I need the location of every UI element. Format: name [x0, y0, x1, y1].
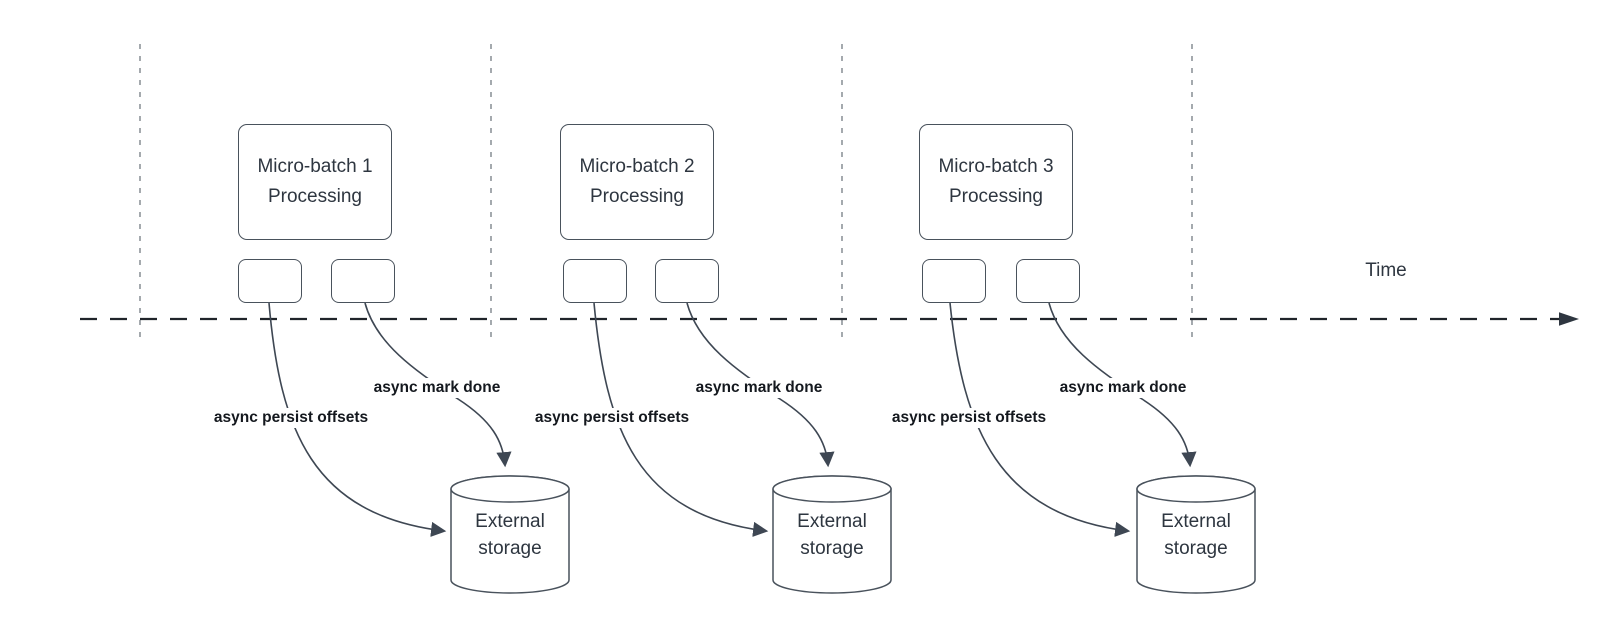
- mark-done-connector-1: [364, 302, 512, 468]
- micro-batch-1-processing-label: Micro-batch 1 Processing: [257, 156, 373, 207]
- external-storage-label-3: External storage: [1137, 506, 1255, 564]
- external-storage-cylinders: [450, 475, 1256, 594]
- micro-batch-2-processing-box: Micro-batch 2 Processing: [560, 124, 714, 240]
- external-storage-text-1: External storage: [475, 511, 545, 559]
- micro-batch-3-processing-label: Micro-batch 3 Processing: [938, 156, 1054, 207]
- mark-done-task-box-2: [655, 259, 719, 303]
- micro-batch-3-processing-box: Micro-batch 3 Processing: [919, 124, 1073, 240]
- external-storage-text-2: External storage: [797, 511, 867, 559]
- external-storage-label-2: External storage: [773, 506, 891, 564]
- mark-done-edge-label-3: async mark done: [1055, 378, 1191, 398]
- persist-offsets-connector-1: [268, 302, 447, 537]
- time-guide-lines: [139, 44, 1193, 340]
- persist-offsets-edge-label-1: async persist offsets: [209, 408, 373, 428]
- persist-offsets-connector-2: [593, 302, 769, 537]
- external-storage-cylinder-1: [450, 475, 570, 594]
- external-storage-text-3: External storage: [1161, 511, 1231, 559]
- persist-offsets-task-box-3: [922, 259, 986, 303]
- persist-offsets-task-box-1: [238, 259, 302, 303]
- external-storage-label-1: External storage: [451, 506, 569, 564]
- timeline-axis: [80, 312, 1579, 326]
- external-storage-cylinder-3: [1136, 475, 1256, 594]
- mark-done-task-box-3: [1016, 259, 1080, 303]
- timeline-arrowhead-icon: [1559, 312, 1579, 326]
- persist-offsets-edge-label-2: async persist offsets: [530, 408, 694, 428]
- mark-done-edge-label-1: async mark done: [369, 378, 505, 398]
- time-axis-label: Time: [1365, 260, 1407, 281]
- persist-offsets-connector-3: [949, 302, 1131, 537]
- mark-done-connector-3: [1048, 302, 1197, 468]
- mark-done-edge-label-2: async mark done: [691, 378, 827, 398]
- micro-batch-2-processing-label: Micro-batch 2 Processing: [579, 156, 695, 207]
- mark-done-connector-2: [686, 302, 835, 468]
- external-storage-cylinder-2: [772, 475, 892, 594]
- persist-offsets-edge-label-3: async persist offsets: [887, 408, 1051, 428]
- mark-done-task-box-1: [331, 259, 395, 303]
- async-connectors: [268, 302, 1197, 537]
- micro-batch-1-processing-box: Micro-batch 1 Processing: [238, 124, 392, 240]
- persist-offsets-task-box-2: [563, 259, 627, 303]
